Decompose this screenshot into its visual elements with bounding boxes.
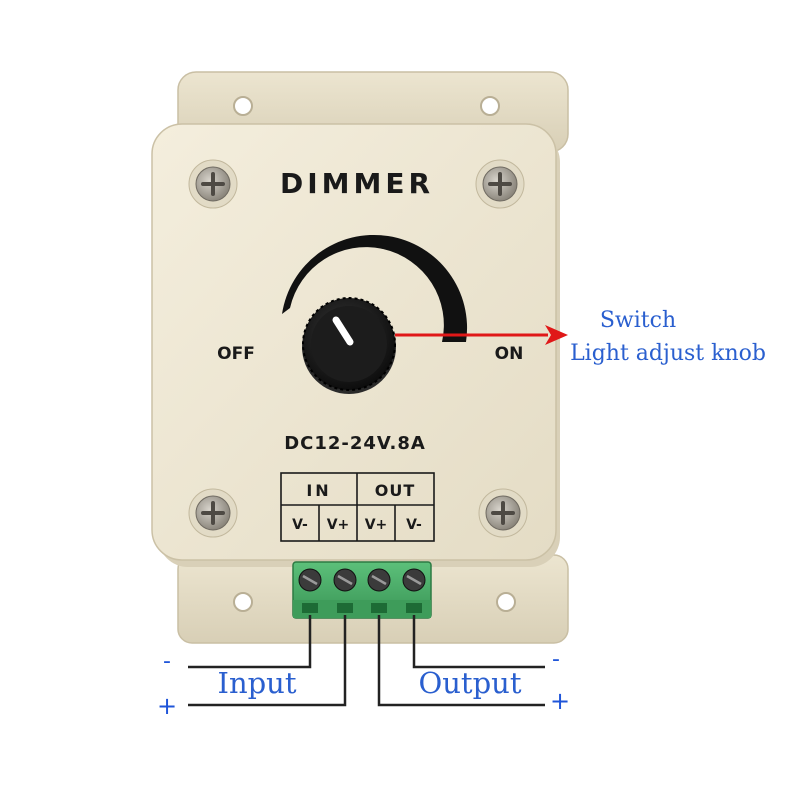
terminal-label-1: V- [292, 517, 308, 533]
mounting-hole-bottom-right [496, 592, 516, 612]
mounting-hole-bottom-left [233, 592, 253, 612]
terminal-block [292, 561, 432, 619]
terminal-screw-3[interactable] [367, 568, 391, 613]
wire-output-plus [377, 615, 545, 707]
output-minus-sign: - [552, 647, 560, 672]
off-label: OFF [217, 344, 255, 364]
screw-top-right [475, 159, 525, 209]
input-minus-sign: - [163, 649, 171, 674]
device-title: DIMMER [280, 167, 434, 200]
screw-bottom-left [188, 488, 238, 538]
terminal-screw-4[interactable] [402, 568, 426, 613]
out-label: OUT [375, 481, 416, 500]
rotary-knob-icon [302, 297, 396, 391]
output-label: Output [418, 666, 521, 700]
phillips-screw-icon [485, 495, 521, 531]
input-plus-sign: + [157, 692, 177, 720]
phillips-screw-icon [195, 166, 231, 202]
terminal-label-4: V- [406, 517, 422, 533]
wire-input-minus [188, 615, 312, 669]
red-arrow-icon [395, 325, 568, 345]
wiring [188, 615, 545, 707]
wire-output-minus [412, 615, 545, 669]
wire-input-plus [188, 615, 347, 707]
mounting-hole-top-right [480, 96, 500, 116]
terminal-label-2: V+ [327, 517, 350, 533]
mounting-hole-top-left [233, 96, 253, 116]
voltage-rating: DC12-24V.8A [284, 433, 426, 454]
knob-label: Light adjust knob [570, 341, 766, 366]
input-label: Input [217, 666, 296, 700]
on-label: ON [495, 344, 524, 364]
terminal-label-table: IN OUT V- V+ V+ V- [280, 472, 435, 542]
terminal-label-3: V+ [365, 517, 388, 533]
phillips-screw-icon [482, 166, 518, 202]
output-plus-sign: + [550, 687, 570, 715]
brightness-arc [282, 234, 468, 342]
terminal-screw-1[interactable] [298, 568, 322, 613]
phillips-screw-icon [195, 495, 231, 531]
terminal-screw-2[interactable] [333, 568, 357, 613]
screw-top-left [188, 159, 238, 209]
screw-bottom-right [478, 488, 528, 538]
light-adjust-knob[interactable] [302, 297, 396, 394]
in-label: IN [306, 481, 331, 500]
switch-label: Switch [600, 308, 676, 333]
